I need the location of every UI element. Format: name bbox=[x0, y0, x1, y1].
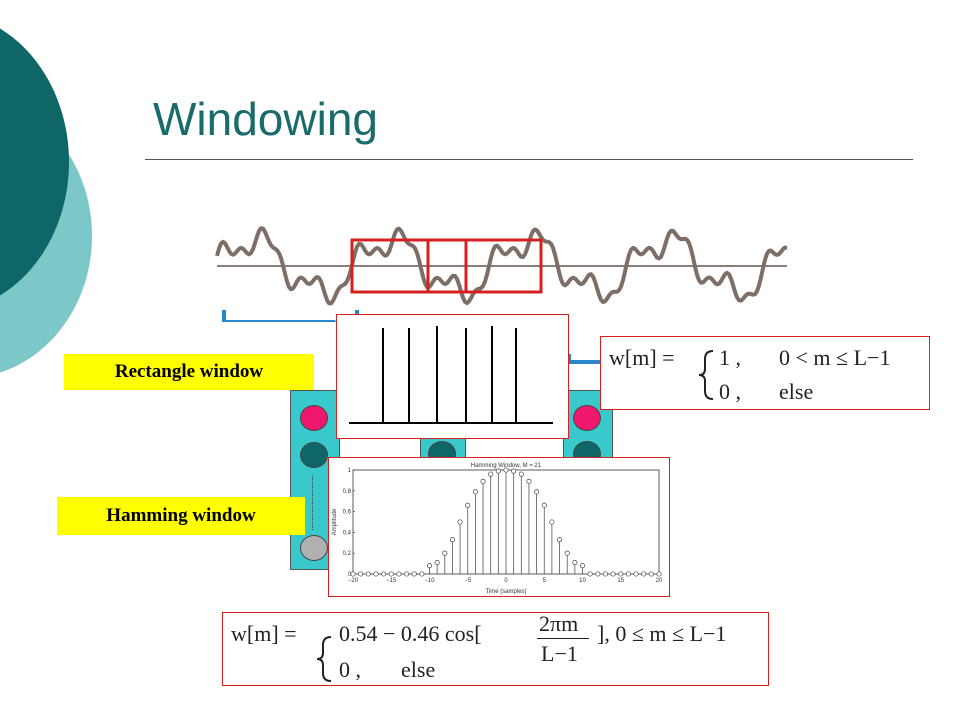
hamming-formula-fraction-bar bbox=[537, 638, 589, 639]
hamming-formula-box: w[m] = 0.54 − 0.46 cos[ 2πm L−1 ], 0 ≤ m… bbox=[222, 611, 769, 686]
hamming-x-tick-label-6: 10 bbox=[579, 578, 586, 584]
hamming-point-3 bbox=[373, 571, 379, 577]
rect-window-plot bbox=[336, 314, 569, 439]
tube-left-dot-gray bbox=[300, 535, 328, 561]
rect-formula-case1-cond: 0 < m ≤ L−1 bbox=[779, 345, 891, 370]
hamming-formula-tail: ], 0 ≤ m ≤ L−1 bbox=[597, 621, 727, 646]
hamming-point-6 bbox=[396, 571, 402, 577]
hamming-y-axis-label: Amplitude bbox=[332, 508, 338, 535]
rect-formula-lhs: w[m] = bbox=[609, 345, 675, 370]
hamming-point-25 bbox=[541, 502, 547, 508]
slide-title: Windowing bbox=[153, 93, 378, 145]
hamming-point-35 bbox=[618, 571, 624, 577]
hamming-y-tick-label-1: 0.2 bbox=[343, 551, 352, 557]
hamming-y-tick-label-5: 1 bbox=[348, 468, 352, 474]
tube-left-dot-teal bbox=[300, 442, 328, 468]
rect-formula-case2-cond: else bbox=[779, 379, 814, 404]
hamming-point-33 bbox=[602, 571, 609, 577]
background-circles bbox=[0, 28, 92, 373]
hamming-point-1 bbox=[358, 571, 364, 577]
hamming-formula-case2-cond: else bbox=[401, 657, 436, 682]
hamming-formula-numerator: 2πm bbox=[539, 611, 579, 636]
hamming-formula-case2-val: 0 , bbox=[339, 657, 361, 682]
hamming-point-32 bbox=[595, 571, 601, 577]
hamming-x-tick-label-7: 15 bbox=[617, 578, 624, 584]
hamming-chart: Hamming Window, M = 21 Time (samples) Ampl… bbox=[332, 463, 663, 595]
hamming-point-2 bbox=[365, 571, 371, 577]
frame-box-3 bbox=[464, 238, 543, 294]
hamming-point-5 bbox=[388, 571, 394, 577]
hamming-point-14 bbox=[457, 519, 463, 525]
hamming-formula-main: 0.54 − 0.46 cos[ bbox=[339, 621, 482, 646]
waveform-line bbox=[215, 226, 788, 306]
hamming-point-31 bbox=[587, 571, 593, 577]
rect-formula-box: w[m] = 1 , 0 < m ≤ L−1 0 , else bbox=[600, 336, 930, 410]
rect-formula-case1-val: 1 , bbox=[719, 345, 741, 370]
hamming-window-label: Hamming window bbox=[57, 497, 305, 535]
tube-left-dot-magenta bbox=[300, 405, 328, 431]
hamming-point-10 bbox=[426, 563, 433, 569]
hamming-point-12 bbox=[442, 550, 448, 556]
hamming-chart-title: Hamming Window, M = 21 bbox=[471, 463, 542, 469]
hamming-x-tick-label-1: −15 bbox=[386, 578, 397, 584]
hamming-x-tick-label-0: −20 bbox=[348, 578, 359, 584]
hamming-point-21 bbox=[511, 468, 517, 474]
hamming-formula-denominator: L−1 bbox=[541, 641, 578, 666]
tube-right-dot-magenta bbox=[573, 405, 601, 431]
hamming-chart-frame: Hamming Window, M = 21 Time (samples) Ampl… bbox=[328, 457, 670, 597]
hamming-point-11 bbox=[434, 560, 440, 566]
hamming-point-8 bbox=[411, 571, 417, 577]
hamming-y-tick-label-4: 0.8 bbox=[343, 489, 352, 495]
hamming-point-13 bbox=[449, 537, 456, 543]
hamming-y-tick-label-2: 0.4 bbox=[343, 530, 352, 536]
rect-formula-case2-val: 0 , bbox=[719, 379, 741, 404]
hamming-point-37 bbox=[633, 571, 639, 577]
hamming-point-22 bbox=[518, 471, 524, 477]
hamming-point-20 bbox=[503, 467, 509, 473]
hamming-y-tick-label-3: 0.6 bbox=[343, 510, 352, 516]
hamming-point-4 bbox=[381, 571, 387, 577]
hamming-point-15 bbox=[465, 502, 471, 508]
hamming-point-28 bbox=[564, 550, 570, 556]
hamming-point-24 bbox=[534, 489, 540, 495]
hamming-point-36 bbox=[625, 571, 631, 577]
hamming-point-9 bbox=[419, 571, 425, 577]
hamming-x-tick-label-2: −10 bbox=[424, 578, 435, 584]
hamming-x-axis-label: Time (samples) bbox=[485, 589, 526, 595]
hamming-point-30 bbox=[579, 563, 586, 569]
dark-teal-circle bbox=[0, 28, 69, 296]
hamming-point-40 bbox=[656, 571, 662, 577]
hamming-formula-lhs: w[m] = bbox=[231, 621, 297, 646]
frame-brace-right bbox=[567, 354, 601, 364]
hamming-point-39 bbox=[648, 571, 654, 577]
hamming-point-38 bbox=[641, 571, 647, 577]
hamming-x-tick-label-4: 0 bbox=[504, 578, 508, 584]
hamming-point-23 bbox=[526, 478, 532, 484]
hamming-point-26 bbox=[549, 519, 555, 525]
tube-left-dotted-line bbox=[312, 475, 313, 530]
rect-window-svg bbox=[349, 326, 553, 424]
hamming-point-7 bbox=[404, 571, 410, 577]
hamming-point-27 bbox=[557, 537, 563, 543]
hamming-formula-brace bbox=[316, 636, 332, 682]
hamming-point-0 bbox=[350, 571, 356, 577]
hamming-point-34 bbox=[610, 571, 616, 577]
hamming-point-18 bbox=[488, 471, 494, 477]
title-rule bbox=[145, 159, 913, 160]
hamming-x-tick-label-8: 20 bbox=[656, 578, 663, 584]
hamming-y-tick-label-0: 0 bbox=[348, 572, 352, 578]
hamming-point-16 bbox=[472, 489, 478, 495]
hamming-point-29 bbox=[572, 560, 578, 566]
hamming-point-17 bbox=[480, 478, 486, 484]
rect-window-label: Rectangle window bbox=[64, 354, 314, 390]
hamming-x-tick-label-5: 5 bbox=[543, 578, 547, 584]
hamming-point-19 bbox=[495, 468, 501, 474]
hamming-x-tick-label-3: −5 bbox=[464, 578, 472, 584]
speech-waveform bbox=[215, 226, 788, 322]
rect-formula-brace bbox=[698, 350, 714, 400]
